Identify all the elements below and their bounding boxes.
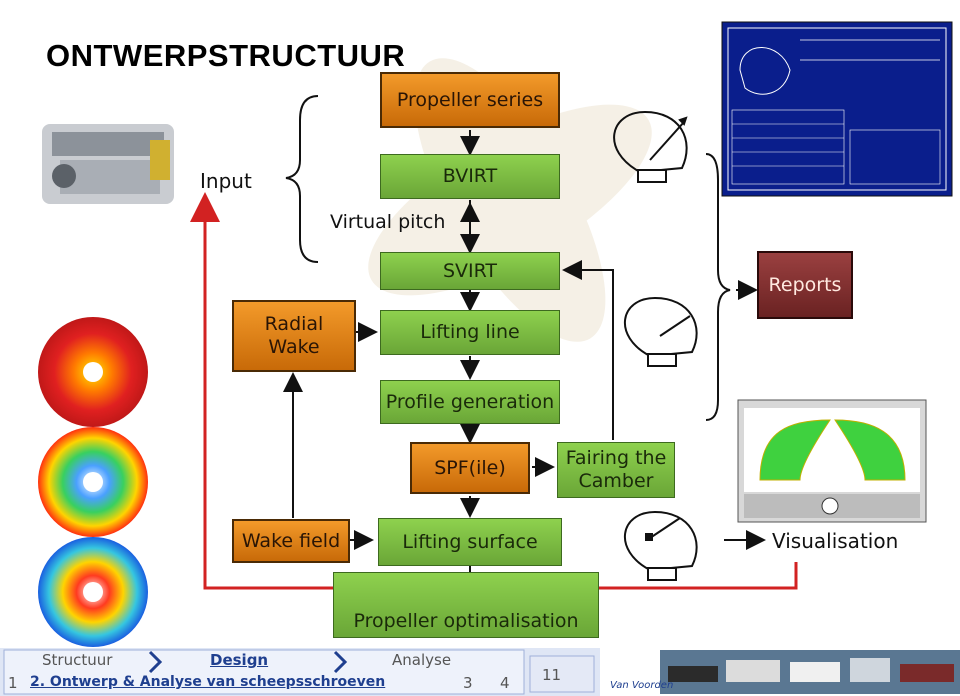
- wake-disk-3: [38, 537, 148, 647]
- radial-wake-box: Radial Wake: [232, 300, 356, 372]
- wake-disk-2: [38, 427, 148, 537]
- gauge-icon-3: [623, 510, 698, 581]
- virtual-pitch-label: Virtual pitch: [330, 211, 446, 233]
- footer-page-number: 11: [542, 666, 562, 684]
- wake-field-box: Wake field: [232, 519, 350, 563]
- bvirt-box: BVIRT: [380, 154, 560, 199]
- visualisation-label: Visualisation: [772, 529, 899, 553]
- gauge-icon-1: [613, 110, 688, 183]
- engine-image: [42, 124, 174, 204]
- footer-logo: Van Voorden: [610, 680, 674, 691]
- spf-box: SPF(ile): [410, 442, 530, 494]
- footer-step-3[interactable]: 3: [463, 674, 473, 692]
- reports-box: Reports: [757, 251, 853, 319]
- visualisation-screenshot: [737, 399, 927, 523]
- page-title: ONTWERPSTRUCTUUR: [46, 38, 406, 73]
- blueprint-image: [721, 21, 953, 197]
- propeller-optimalisation-box: Propeller optimalisation: [333, 572, 599, 638]
- wake-disk-1: [38, 317, 148, 427]
- gauge-icon-2: [623, 296, 698, 367]
- lifting-line-box: Lifting line: [380, 310, 560, 355]
- footer-bar: 1 Structuur Design Analyse 2. Ontwerp & …: [0, 648, 960, 696]
- footer-tab-analyse[interactable]: Analyse: [392, 651, 452, 669]
- footer-tab-design[interactable]: Design: [210, 651, 269, 669]
- svirt-box: SVIRT: [380, 252, 560, 290]
- footer-slide-number: 1: [8, 674, 18, 692]
- footer-tab-structuur[interactable]: Structuur: [42, 651, 113, 669]
- fairing-camber-box: Fairing the Camber: [557, 442, 675, 498]
- lifting-surface-box: Lifting surface: [378, 518, 562, 566]
- footer-subtitle[interactable]: 2. Ontwerp & Analyse van scheepsschroeve…: [30, 674, 386, 690]
- footer-step-4[interactable]: 4: [500, 674, 510, 692]
- footer-graphics: [0, 648, 960, 696]
- propeller-series-box: Propeller series: [380, 72, 560, 128]
- input-label: Input: [200, 169, 252, 193]
- profile-generation-box: Profile generation: [380, 380, 560, 424]
